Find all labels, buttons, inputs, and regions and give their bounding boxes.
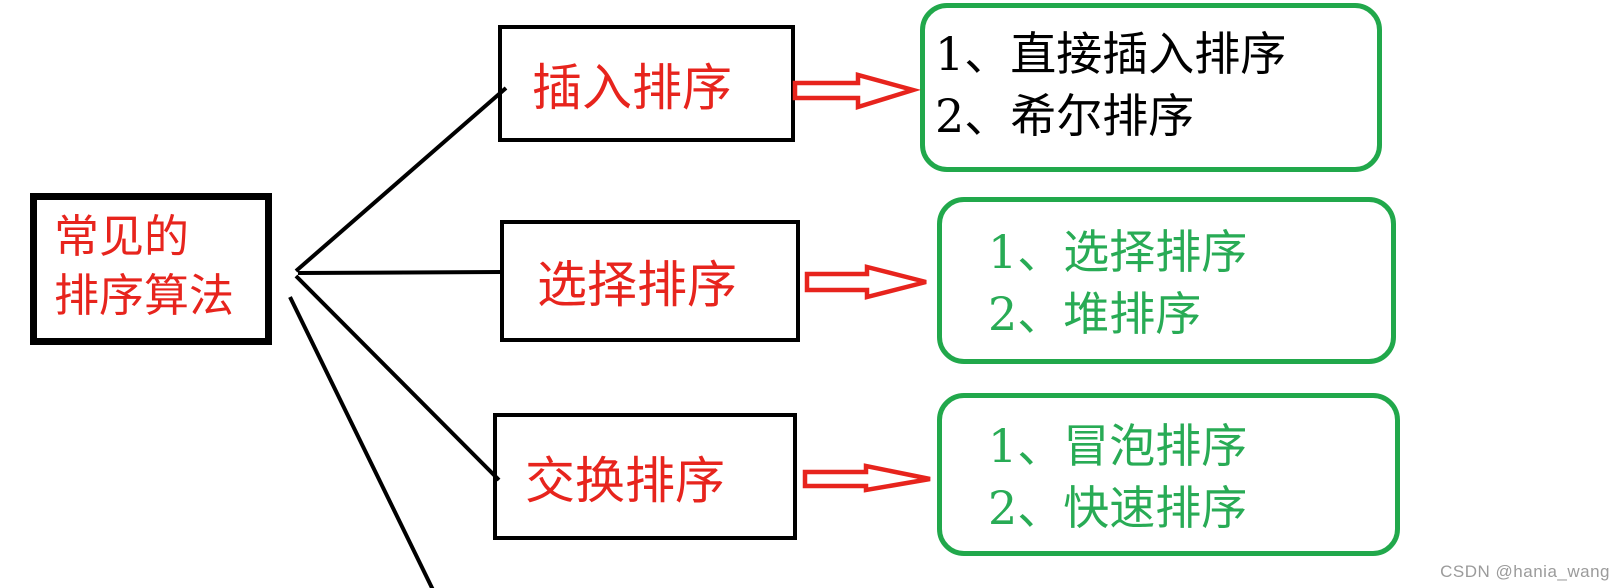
leaf-list-selection-sorts: 1、选择排序 2、堆排序	[937, 197, 1396, 364]
branch-node-selection-sort: 选择排序	[500, 220, 800, 342]
branch-label: 插入排序	[532, 58, 732, 117]
watermark: CSDN @hania_wang	[1440, 562, 1610, 581]
leaf-list-exchange-sorts: 1、冒泡排序 2、快速排序	[937, 393, 1400, 556]
branch-label: 选择排序	[537, 256, 737, 314]
connector-line-root-to-selection	[297, 270, 502, 275]
block-arrow-exchange	[802, 463, 931, 493]
list-item: 1、冒泡排序	[988, 419, 1248, 473]
root-label-line1: 常见的	[54, 210, 190, 263]
root-node-box: 常见的 排序算法	[30, 193, 272, 345]
list-item: 2、希尔排序	[935, 89, 1195, 143]
root-label-line2: 排序算法	[54, 269, 235, 322]
block-arrow-insertion	[792, 72, 922, 111]
branch-node-insertion-sort: 插入排序	[498, 25, 795, 142]
list-item: 1、直接插入排序	[935, 27, 1287, 81]
list-item: 2、快速排序	[988, 481, 1248, 535]
block-arrow-selection	[804, 264, 927, 300]
connector-line-root-to-offscreen	[288, 296, 435, 588]
connector-line-root-to-insertion	[294, 86, 508, 273]
branch-node-exchange-sort: 交换排序	[493, 413, 797, 540]
list-item: 2、堆排序	[988, 287, 1202, 341]
connector-line-root-to-exchange	[294, 274, 501, 482]
list-item: 1、选择排序	[988, 225, 1248, 279]
branch-label: 交换排序	[525, 451, 725, 510]
leaf-list-insertion-sorts: 1、直接插入排序 2、希尔排序	[920, 3, 1382, 172]
